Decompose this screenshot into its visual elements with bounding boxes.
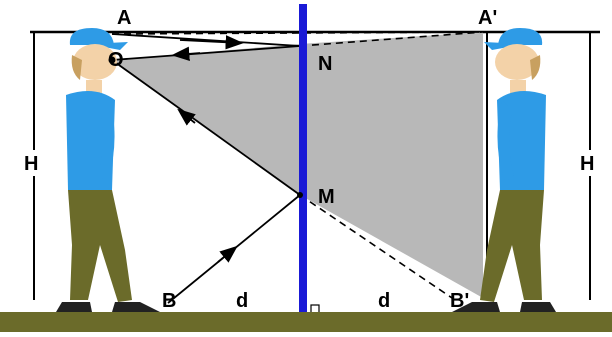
right-angle-marker <box>310 304 320 314</box>
point-m-dot <box>297 192 303 198</box>
height-marker-left <box>22 32 46 300</box>
label-a: A <box>117 7 131 29</box>
label-d-right: d <box>378 290 390 312</box>
dashed-rays <box>111 31 484 301</box>
label-m: M <box>318 186 335 208</box>
ground <box>0 312 612 332</box>
label-a-prime: A' <box>478 7 497 29</box>
label-b: B <box>162 290 176 312</box>
height-marker-right <box>578 32 602 300</box>
right-shaded-region <box>300 32 483 298</box>
mirror <box>299 4 307 318</box>
label-b-prime: B' <box>450 290 469 312</box>
label-h-right: H <box>580 153 594 175</box>
label-h-left: H <box>24 153 38 175</box>
label-d-left: d <box>236 290 248 312</box>
label-o: O <box>108 49 124 71</box>
person-reflection-icon <box>452 28 556 312</box>
person-figure-icon <box>56 28 160 312</box>
label-n: N <box>318 53 332 75</box>
light-rays <box>111 33 301 304</box>
left-shaded-region <box>112 44 300 195</box>
point-o-dot <box>108 56 116 64</box>
